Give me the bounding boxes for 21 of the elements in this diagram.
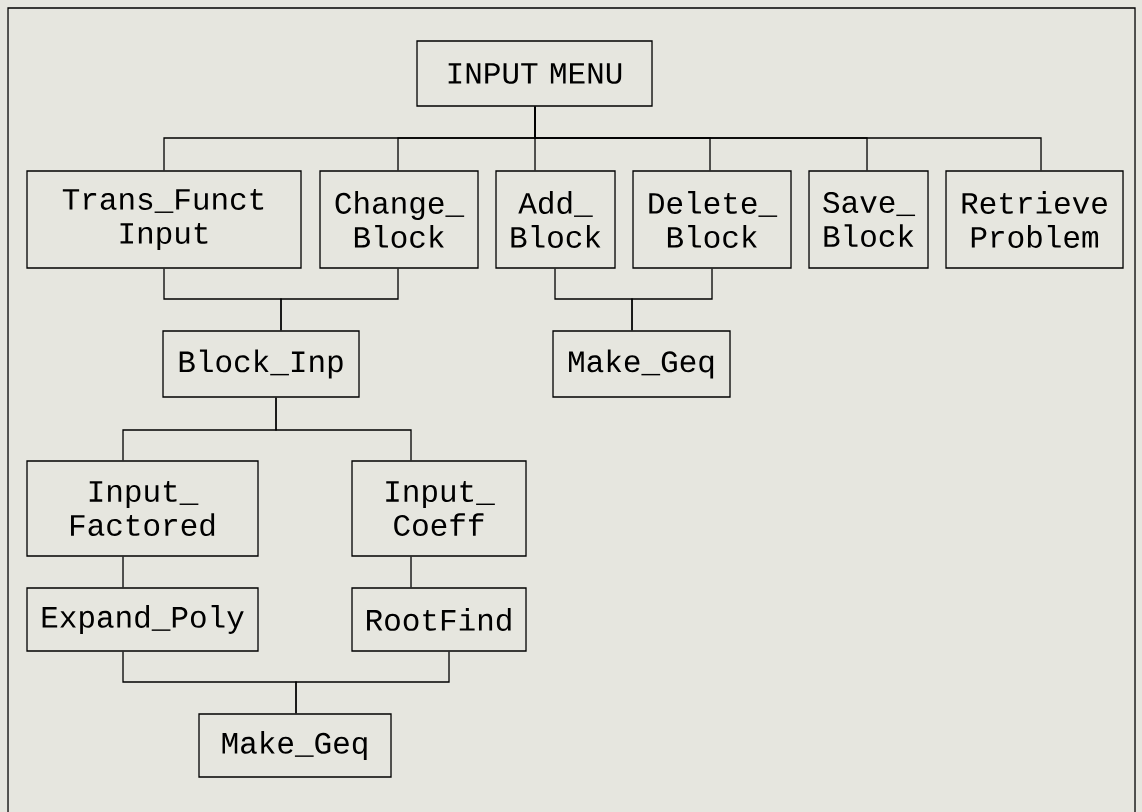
module-box: INPUT MENU [416,40,653,107]
connector-line [631,268,713,331]
module-box: Block_Inp [162,330,360,398]
module-box: Change_ Block [319,170,479,269]
module-box: Trans_Funct Input [26,170,302,269]
connector-line [280,268,399,331]
module-box: Make_Geq [552,330,731,398]
module-box: Save_ Block [808,170,929,269]
module-box: Expand_Poly [26,587,259,652]
module-box: Input_ Coeff [351,460,527,557]
connector-line [122,556,124,588]
connector-line [275,397,412,461]
module-box: Make_Geq [198,713,392,778]
connector-line [295,651,450,714]
module-box: RootFind [351,587,527,652]
module-box: Input_ Factored [26,460,259,557]
module-box: Add_ Block [495,170,616,269]
module-box: Delete_ Block [632,170,792,269]
connector-line [534,106,1042,171]
module-box: Retrieve Problem [945,170,1124,269]
connector-line [410,556,412,588]
